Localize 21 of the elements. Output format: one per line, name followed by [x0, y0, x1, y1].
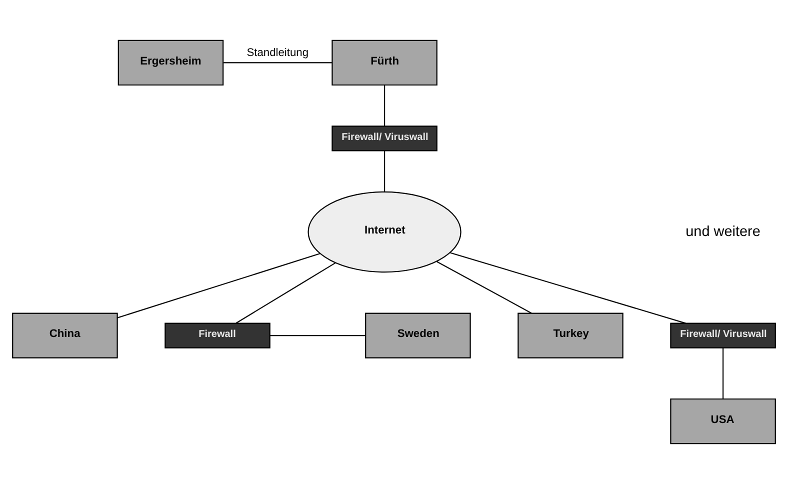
connector	[384, 150, 386, 192]
connector	[117, 253, 320, 318]
connector	[236, 262, 336, 324]
node-box: Ergersheim	[118, 40, 224, 86]
node-box: China	[12, 312, 118, 358]
node-box: Turkey	[518, 312, 624, 358]
node-box: Firewall/ Viruswall	[332, 126, 438, 152]
node-box: Firewall	[164, 322, 270, 348]
node-box: Fürth	[332, 40, 438, 86]
label: und weitere	[686, 224, 760, 240]
connector	[270, 334, 366, 336]
connector	[384, 85, 386, 126]
connector	[436, 261, 532, 314]
node-box: Sweden	[365, 312, 471, 358]
node-ellipse: Internet	[308, 191, 462, 273]
connector	[450, 252, 686, 324]
node-box: USA	[670, 398, 776, 444]
connector	[722, 348, 724, 399]
edge-label: Standleitung	[246, 47, 309, 60]
node-box: Firewall/ Viruswall	[670, 322, 776, 348]
connector	[224, 62, 332, 64]
